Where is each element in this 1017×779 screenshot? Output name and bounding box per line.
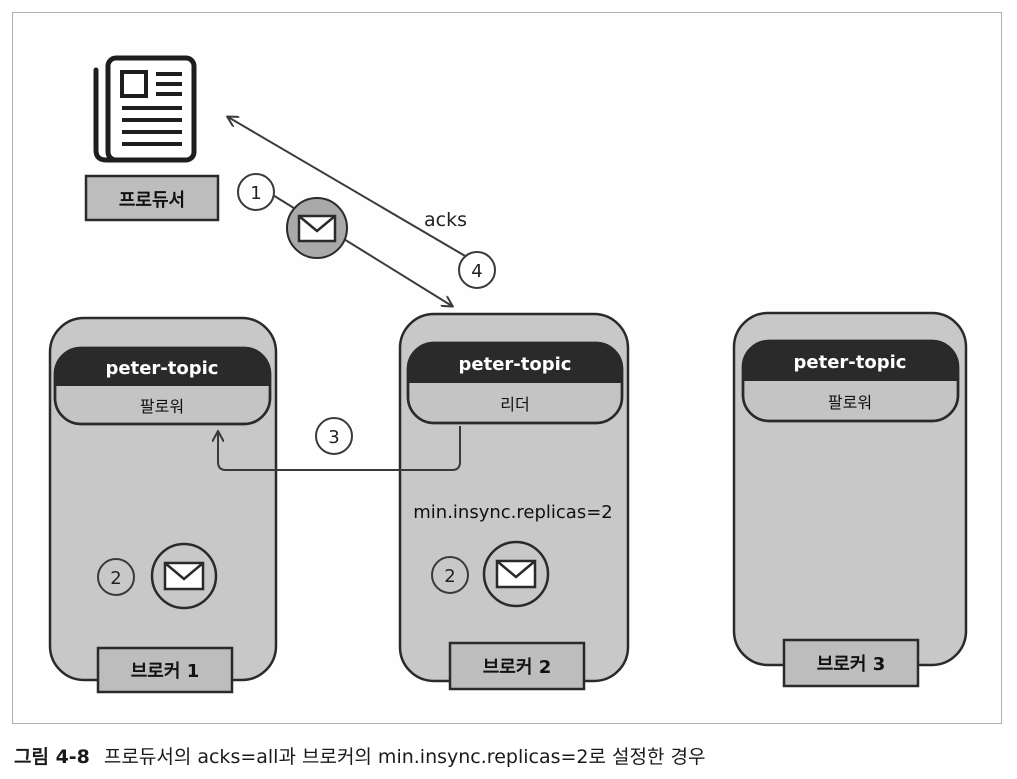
figure-caption: 그림 4-8 프로듀서의 acks=all과 브로커의 min.insync.re…: [14, 742, 705, 769]
producer-document-icon: [93, 55, 197, 163]
step-3-label: 3: [328, 427, 339, 448]
broker-1: peter-topic 팔로워 2 브로커 1: [48, 316, 278, 694]
producer-label: 프로듀서: [119, 190, 185, 211]
step-3-badge: 3: [315, 417, 353, 455]
broker-2: peter-topic 리더 min.insync.replicas=2 2 브…: [398, 312, 630, 691]
producer-label-box: 프로듀서: [84, 174, 220, 222]
broker-name: 브로커 1: [131, 661, 199, 682]
envelope-icon: [495, 559, 537, 589]
replication-arrow: [218, 426, 461, 471]
topic-name: peter-topic: [106, 358, 219, 379]
step-2-label: 2: [110, 568, 121, 589]
ack-arrow: [228, 117, 473, 261]
broker-label-box: 브로커 3: [782, 638, 920, 688]
broker-label-box: 브로커 1: [96, 646, 234, 694]
step-1-badge: 1: [237, 173, 275, 211]
step-1-label: 1: [250, 183, 261, 204]
broker-label-box: 브로커 2: [448, 641, 586, 691]
figure-number: 그림 4-8: [14, 746, 90, 768]
envelope-icon: [297, 214, 337, 243]
min-insync-replicas-label: min.insync.replicas=2: [413, 502, 612, 523]
step-2-badge: 2: [97, 558, 135, 596]
step-4-badge: 4: [458, 251, 496, 289]
topic-partition-box: peter-topic 팔로워: [53, 346, 272, 426]
stored-message: [482, 540, 550, 608]
caption-text: 프로듀서의 acks=all과 브로커의 min.insync.replicas…: [103, 746, 706, 768]
envelope-icon: [163, 561, 205, 591]
step-2-label: 2: [444, 566, 455, 587]
topic-name: peter-topic: [794, 352, 907, 373]
message-in-transit: [286, 197, 348, 259]
topic-partition-box: peter-topic 팔로워: [741, 339, 960, 423]
topic-name: peter-topic: [459, 354, 572, 375]
step-2-badge: 2: [431, 556, 469, 594]
step-4-label: 4: [471, 261, 482, 282]
broker-name: 브로커 2: [483, 657, 551, 678]
stored-message: [150, 542, 218, 610]
broker-name: 브로커 3: [817, 654, 885, 675]
acks-label: acks: [424, 209, 467, 231]
topic-partition-box: peter-topic 리더: [406, 341, 624, 425]
partition-role: 팔로워: [828, 393, 872, 412]
partition-role: 리더: [500, 395, 529, 414]
broker-3: peter-topic 팔로워 브로커 3: [732, 311, 968, 688]
partition-role: 팔로워: [140, 397, 184, 416]
